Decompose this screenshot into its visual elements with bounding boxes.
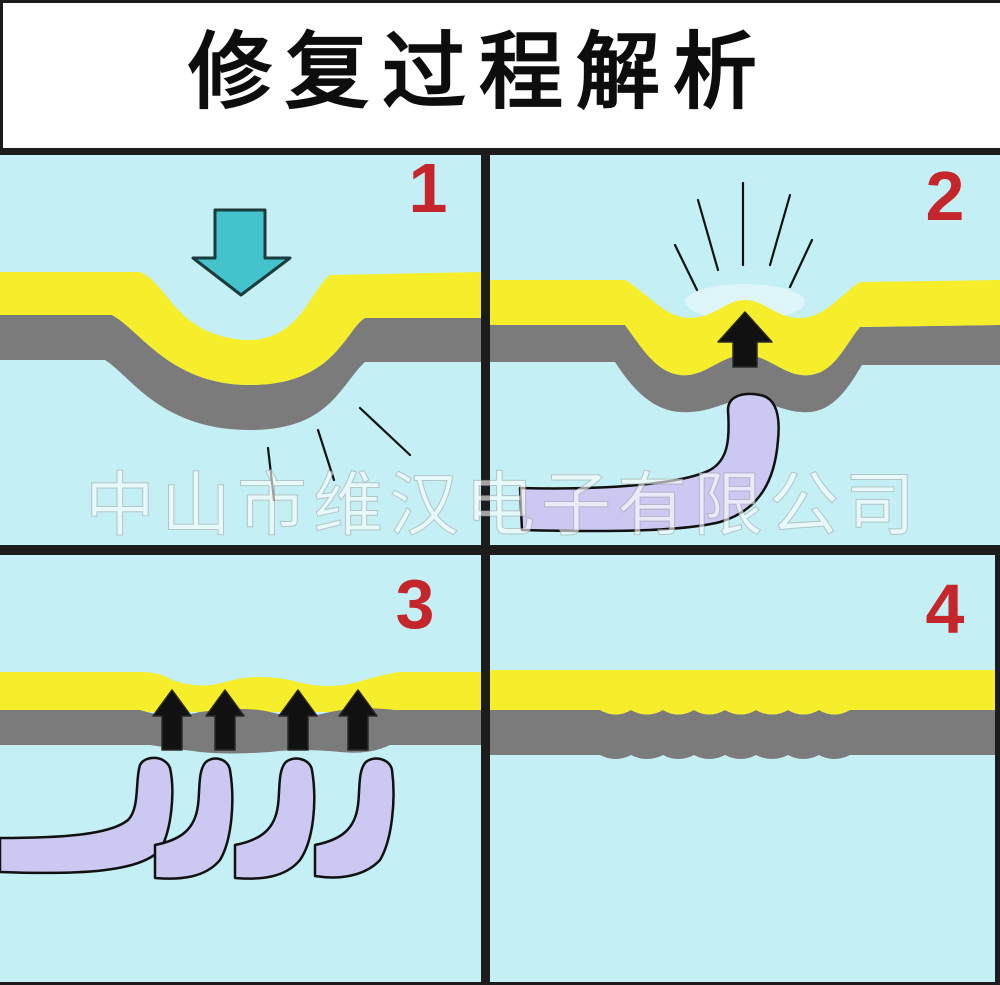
panel-3-push-tube xyxy=(313,757,395,879)
panel-3-up-arrow-icon xyxy=(278,689,318,751)
panel-2-grey-layer xyxy=(490,325,1000,413)
panel-1-down-arrow-icon xyxy=(191,208,292,297)
panel-4-background xyxy=(490,555,995,982)
panel-3-up-arrow-icon xyxy=(205,689,245,751)
page-title: 修复过程解析 xyxy=(188,22,771,121)
panel-3-push-tube xyxy=(233,757,316,880)
panel-4-yellow-layer xyxy=(490,670,995,715)
panel-4-number: 4 xyxy=(925,570,965,648)
panel-3-up-arrow-icon xyxy=(338,689,378,751)
panel-2-drawing xyxy=(490,181,1000,533)
panel-4-grey-layer xyxy=(490,710,995,759)
panel-1-impact-line xyxy=(358,406,412,457)
panel-3-number: 3 xyxy=(395,565,435,643)
panel-1-yellow-layer xyxy=(0,272,481,385)
title-area xyxy=(3,3,1000,148)
panel-3-background xyxy=(0,555,481,982)
panel-4-drawing xyxy=(490,670,995,759)
panel-1-impact-line xyxy=(316,428,336,482)
panel-2-radiating-line xyxy=(696,198,720,272)
panel-2-radiating-line xyxy=(788,238,814,289)
panel-2-up-arrow-icon xyxy=(717,311,773,368)
panel-2-radiating-line xyxy=(768,193,792,267)
panel-2-radiating-line xyxy=(673,243,699,292)
panel-1-grey-layer xyxy=(0,315,481,430)
panel-2-number: 2 xyxy=(925,157,965,235)
panel-1-number: 1 xyxy=(408,149,448,227)
panel-2-push-tube xyxy=(518,392,780,533)
panel-3-push-tube xyxy=(0,756,174,875)
panel-3-up-arrow-icon xyxy=(152,689,192,751)
panel-3-push-tube xyxy=(153,757,234,880)
panel-1-impact-line xyxy=(266,446,276,502)
panel-1-drawing xyxy=(0,208,481,502)
panel-3-drawing xyxy=(0,672,481,880)
